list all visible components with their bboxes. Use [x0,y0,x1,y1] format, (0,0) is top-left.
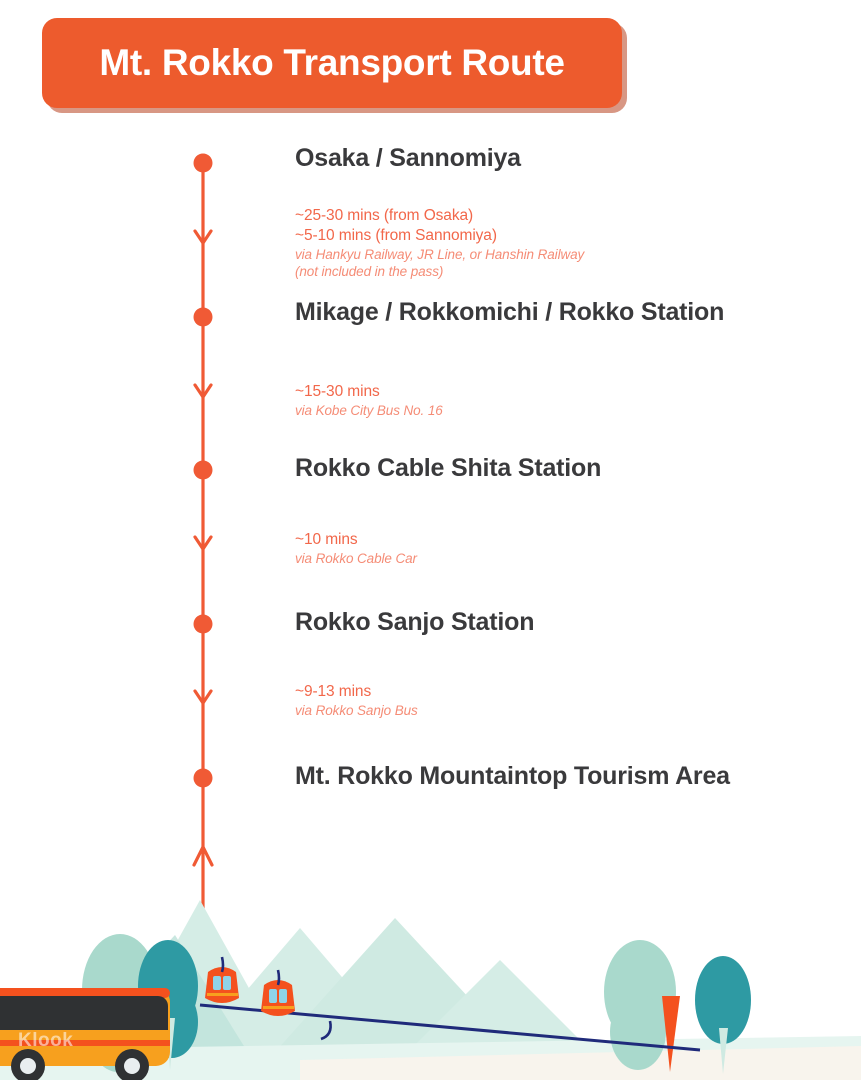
bus-hub-rear [124,1058,140,1074]
route-leg-4: ~9-13 mins via Rokko Sanjo Bus [295,682,815,719]
arrow-down-3 [193,535,213,551]
route-stop-mt-rokko-mountaintop: Mt. Rokko Mountaintop Tourism Area [295,762,815,791]
route-stop-mikage-rokkomichi-rokko: Mikage / Rokkomichi / Rokko Station [295,298,815,327]
arrow-down-4 [193,689,213,705]
gondola-stripe-1 [207,993,238,996]
gondola-hanger-2 [276,969,281,986]
page-title: Mt. Rokko Transport Route [99,42,565,83]
tree-pale-right-base [610,994,666,1070]
tree-teal-right [695,956,751,1044]
leg-duration: ~9-13 mins [295,683,372,700]
arrow-down-1 [193,229,213,245]
gondola-window-2b [279,989,287,1003]
gondola-stripe-2 [263,1006,294,1009]
gondola-window-1a [213,976,221,990]
stop-title: Rokko Cable Shita Station [295,454,602,482]
bus-window-band [0,996,168,1030]
gondola-cabin [205,956,332,1041]
scenic-illustration [0,900,861,1080]
timeline-dot-4 [193,614,213,634]
bus-hub-front [20,1058,36,1074]
banner-body: Mt. Rokko Transport Route [42,18,622,108]
gondola-body-1 [205,967,239,1003]
stop-title: Mikage / Rokkomichi / Rokko Station [295,298,725,326]
arrow-down-2 [193,383,213,399]
timeline-dot-1 [193,153,213,173]
route-leg-3: ~10 mins via Rokko Cable Car [295,530,815,567]
timeline-dot-3 [193,460,213,480]
tree-teal-right-trunk [719,1028,728,1074]
leg-duration: ~10 mins [295,531,358,548]
bus-roof-stripe [0,988,170,998]
leg-via: (not included in the pass) [295,263,444,279]
gondola-body-2 [261,980,295,1016]
tour-bus [0,988,170,1080]
stop-title: Osaka / Sannomiya [295,144,521,172]
route-stop-osaka-sannomiya: Osaka / Sannomiya [295,144,815,173]
leg-duration: ~25-30 mins (from Osaka) [295,207,474,224]
stop-title: Mt. Rokko Mountaintop Tourism Area [295,762,730,790]
gondola-window-1b [223,976,231,990]
route-stop-rokko-sanjo: Rokko Sanjo Station [295,608,815,637]
leg-duration: ~15-30 mins [295,383,380,400]
leg-duration: ~5-10 mins (from Sannomiya) [295,226,497,244]
ground-snow [300,1046,861,1080]
arrow-up-end [192,845,214,867]
gondola-hanger-1 [320,1020,332,1041]
leg-via: via Rokko Cable Car [295,550,417,566]
stop-title: Rokko Sanjo Station [295,608,535,636]
leg-via: via Hankyu Railway, JR Line, or Hanshin … [295,246,585,262]
gondola-window-2a [269,989,277,1003]
gondola-cabin [261,969,295,1016]
bus-side-stripe [0,1040,170,1046]
header-banner: Mt. Rokko Transport Route [42,18,627,113]
orange-trunk-right [662,996,680,1072]
gondola-hanger-1b [220,956,225,973]
route-stop-rokko-cable-shita: Rokko Cable Shita Station [295,454,815,483]
timeline-dot-5 [193,768,213,788]
timeline-dot-2 [193,307,213,327]
route-leg-2: ~15-30 mins via Kobe City Bus No. 16 [295,382,815,419]
route-leg-1: ~25-30 mins (from Osaka) ~5-10 mins (fro… [295,206,815,280]
leg-via: via Rokko Sanjo Bus [295,702,418,718]
leg-via: via Kobe City Bus No. 16 [295,402,443,418]
